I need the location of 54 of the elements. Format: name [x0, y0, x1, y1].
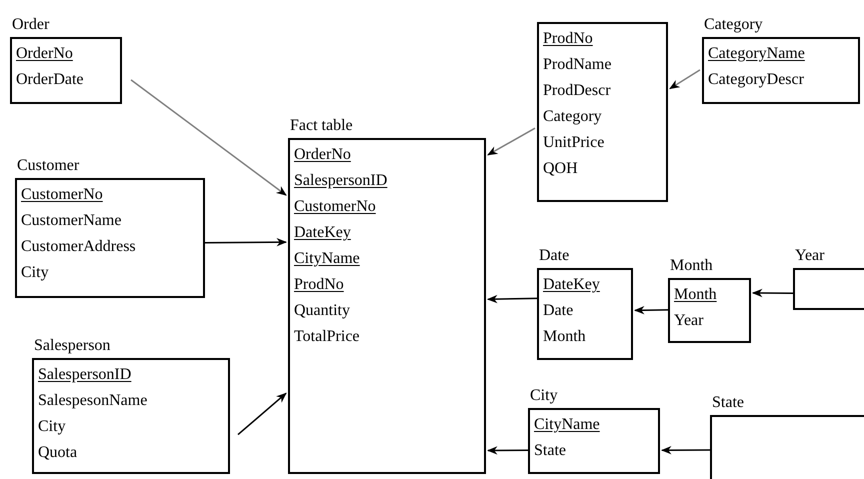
- arrow: [486, 446, 528, 455]
- table-title: Salesperson: [34, 336, 110, 356]
- arrow: [660, 446, 710, 454]
- arrow: [205, 238, 288, 246]
- field: SalespesonName: [38, 388, 148, 414]
- field: Quota: [38, 440, 78, 466]
- key-field: ProdNo: [543, 26, 593, 52]
- key-field: Month: [674, 282, 717, 308]
- field: ProdDescr: [543, 78, 611, 104]
- key-field: CustomerNo: [21, 182, 103, 208]
- table-title: Category: [704, 15, 763, 35]
- key-field: DateKey: [543, 272, 600, 298]
- table-title: Month: [670, 256, 713, 276]
- table-title: City: [530, 386, 558, 406]
- table-title: Customer: [17, 156, 80, 176]
- field: UnitPrice: [543, 130, 604, 156]
- field: City: [21, 260, 49, 286]
- key-field: OrderNo: [16, 41, 73, 67]
- field: CustomerAddress: [21, 234, 136, 260]
- key-field: DateKey: [294, 220, 351, 246]
- arrow: [669, 69, 700, 90]
- field: City: [38, 414, 66, 440]
- key-field: SalespersonID: [294, 168, 388, 194]
- key-field: CityName: [294, 246, 360, 272]
- table-title: Order: [12, 15, 50, 35]
- field: Date: [543, 298, 574, 324]
- field: CustomerName: [21, 208, 122, 234]
- field: State: [534, 438, 566, 464]
- field: Quantity: [294, 298, 350, 324]
- key-field: CityName: [534, 412, 600, 438]
- table-title: Year: [795, 246, 824, 266]
- key-field: ProdNo: [294, 272, 344, 298]
- arrow: [130, 79, 287, 196]
- table-box: [537, 22, 668, 202]
- field: TotalPrice: [294, 324, 360, 350]
- field: Category: [543, 104, 602, 130]
- table-title: Fact table: [290, 116, 353, 136]
- key-field: CustomerNo: [294, 194, 376, 220]
- key-field: CategoryName: [708, 41, 805, 67]
- arrow: [486, 294, 538, 304]
- table-title: Date: [539, 246, 570, 266]
- field: Year: [674, 308, 704, 334]
- arrow: [752, 288, 793, 298]
- key-field: OrderNo: [294, 142, 351, 168]
- key-field: SalespersonID: [38, 362, 132, 388]
- field: QOH: [543, 156, 578, 182]
- arrow: [487, 128, 536, 156]
- arrow: [634, 306, 668, 314]
- table-title: State: [712, 393, 744, 413]
- field: CategoryDescr: [708, 67, 804, 93]
- field: Month: [543, 324, 586, 350]
- field: OrderDate: [16, 67, 84, 93]
- field: ProdName: [543, 52, 612, 78]
- arrow: [238, 392, 287, 436]
